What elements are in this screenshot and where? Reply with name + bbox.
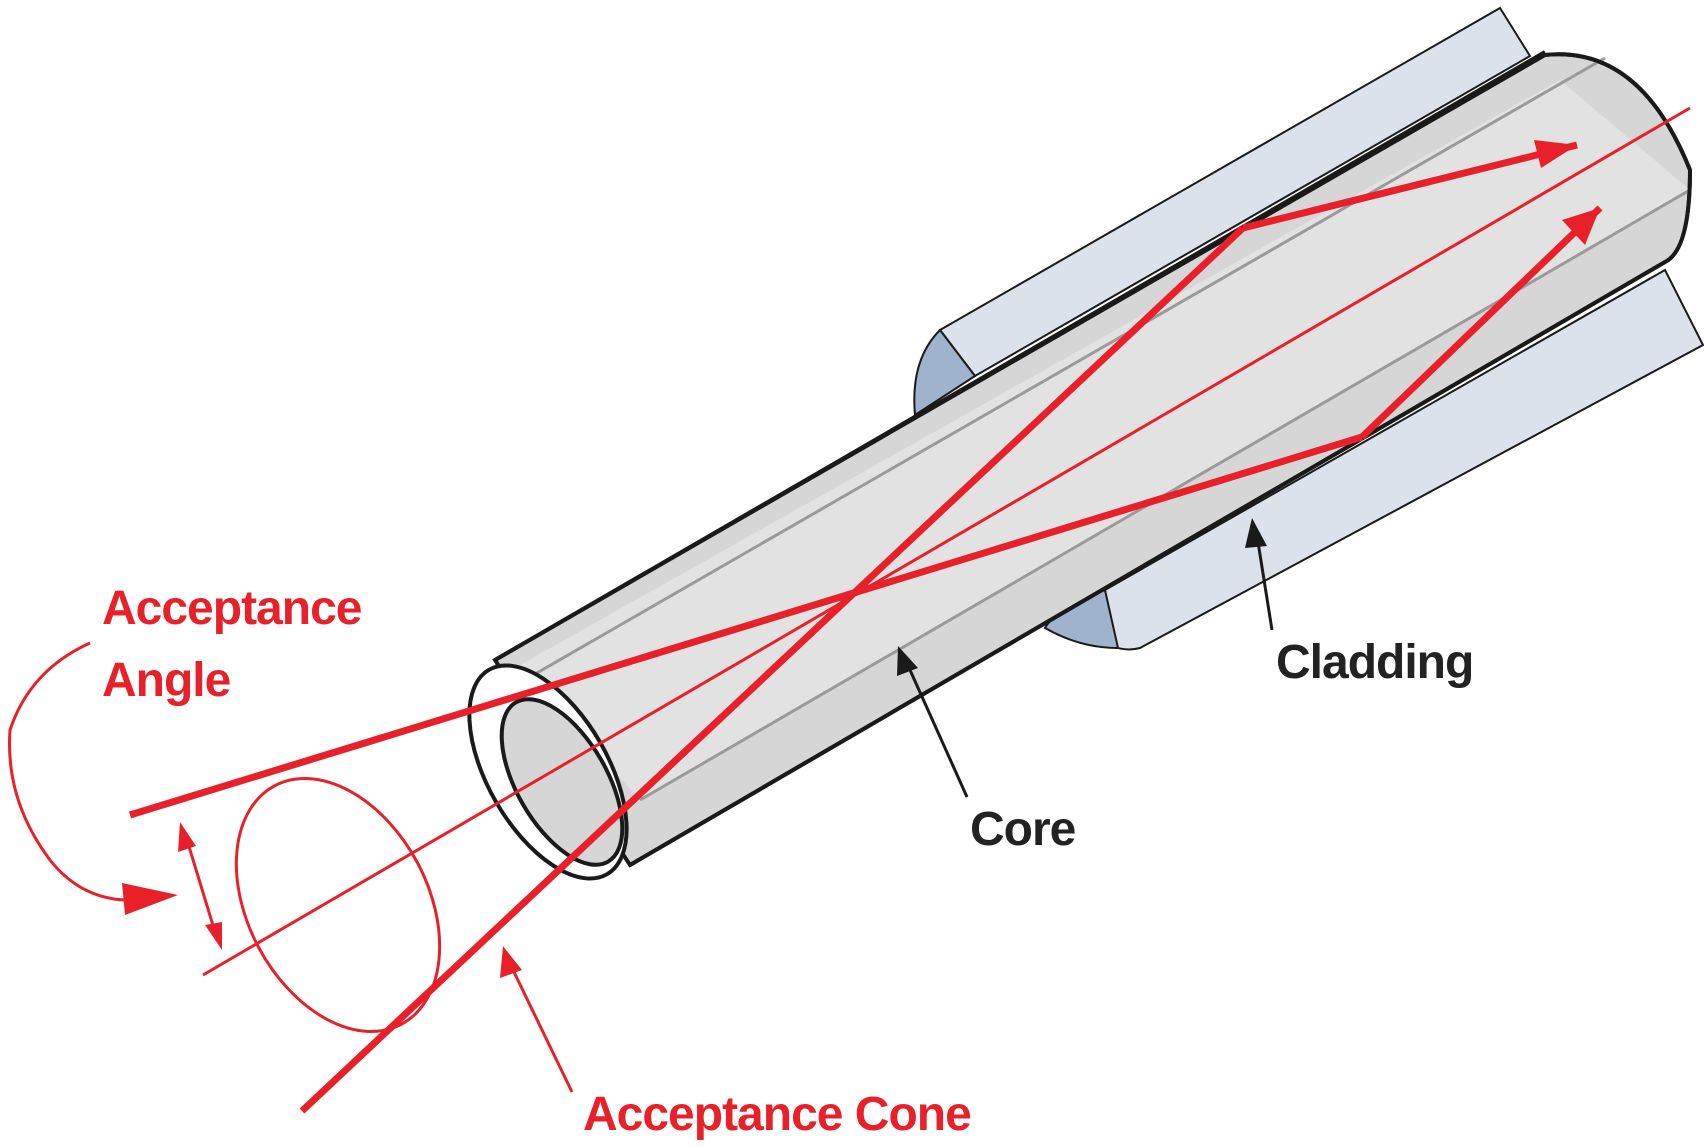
ray-lower bbox=[299, 225, 1246, 1114]
acceptance-cone-pointer bbox=[500, 946, 574, 1093]
core-pointer bbox=[897, 646, 969, 798]
ray-upper bbox=[128, 433, 1364, 819]
cladding-label: Cladding bbox=[1276, 636, 1473, 689]
acceptance-cone-label: Acceptance Cone bbox=[583, 1088, 971, 1141]
acceptance-angle-label-line2: Angle bbox=[102, 654, 231, 707]
fiber-end-face bbox=[467, 663, 629, 881]
cladding-pointer bbox=[1245, 518, 1274, 631]
ray-lower-arrowhead bbox=[1534, 140, 1577, 168]
light-rays bbox=[128, 106, 1691, 1114]
acceptance-angle-arrow bbox=[178, 822, 222, 950]
acceptance-cone-ellipse bbox=[234, 777, 442, 1033]
core-label: Core bbox=[970, 803, 1076, 856]
cladding-upper bbox=[913, 6, 1532, 417]
axial-ray bbox=[202, 106, 1691, 977]
acceptance-angle-pointer bbox=[8, 641, 178, 915]
ray-lower-reflected bbox=[1242, 141, 1578, 232]
acceptance-angle-label-line1: Acceptance bbox=[102, 582, 362, 635]
ray-upper-reflected bbox=[1359, 205, 1603, 440]
ray-upper-arrowhead bbox=[1562, 208, 1600, 245]
cladding-lower bbox=[1043, 268, 1704, 651]
